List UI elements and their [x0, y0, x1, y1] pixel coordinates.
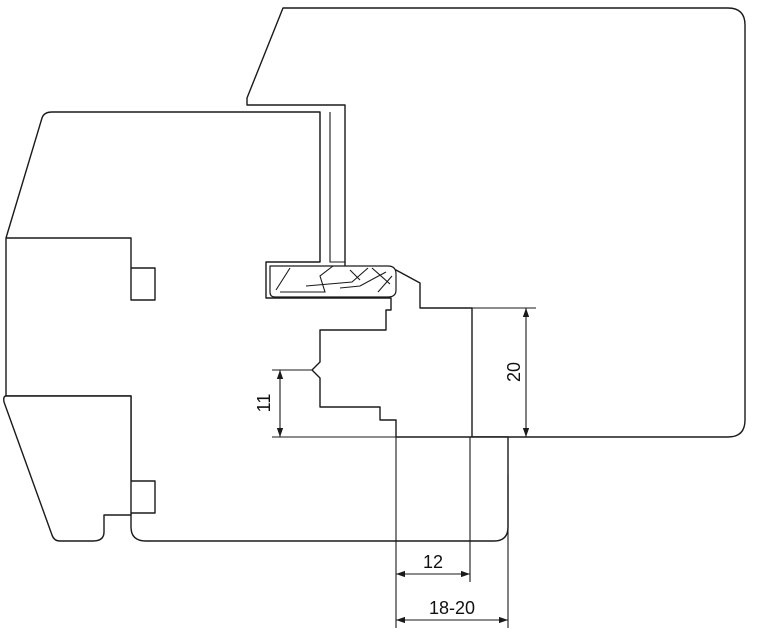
gasket-detail — [275, 265, 393, 293]
dim-12-label: 12 — [423, 552, 443, 572]
dim-20-label: 20 — [504, 362, 524, 382]
frame-slot — [319, 112, 345, 263]
gasket-seal — [269, 265, 397, 298]
frame-lower-flange — [3, 395, 132, 542]
dim-18-20-label: 18-20 — [429, 598, 475, 618]
dim-11-label: 11 — [254, 394, 274, 413]
sash-profile — [246, 7, 746, 438]
